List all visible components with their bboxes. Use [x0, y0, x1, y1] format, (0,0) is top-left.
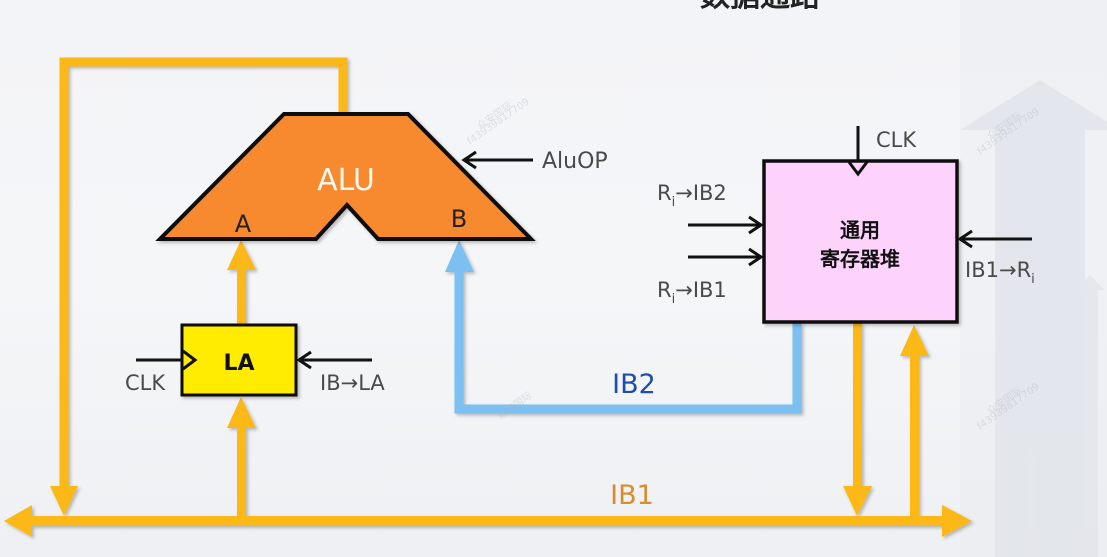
alu: ALU A B AluOP: [155, 112, 608, 241]
ib2-bus-line: [454, 270, 802, 414]
ri-to-ib2-label: Ri→IB2: [657, 181, 727, 210]
arrow-right-icon: [748, 215, 764, 235]
bus-to-regfile-wire: [910, 352, 919, 517]
bg-arrow-icon: [960, 80, 1107, 557]
arrow-left-icon: [461, 150, 477, 170]
register-file: CLK 通用 寄存器堆 Ri→IB2 Ri→IB1 IB1→Ri: [657, 126, 1035, 324]
arrow-up-icon: [445, 240, 474, 272]
la-clk-label: CLK: [125, 371, 166, 395]
arrow-right-icon: [748, 247, 764, 267]
arrow-left-icon: [296, 350, 312, 370]
ri-to-ib1-label: Ri→IB1: [657, 278, 727, 307]
regfile-label-line2: 寄存器堆: [820, 247, 900, 271]
alu-shape: [155, 112, 536, 241]
ib1-bus-line: [28, 516, 946, 526]
slide-title-fragment: 数据通路: [700, 0, 821, 14]
regfile-clk-label: CLK: [876, 128, 917, 152]
clock-triangle-icon: [847, 161, 869, 177]
bg-arrow-icon: [1020, 448, 1040, 557]
la-box: [180, 323, 298, 397]
aluop-label: AluOP: [542, 149, 608, 174]
arrow-up-icon: [900, 325, 929, 356]
alu-output-wire: [59, 57, 348, 488]
ib2-bus-label: IB2: [612, 369, 656, 400]
regfile-to-bus-wire: [853, 323, 862, 488]
arrow-down-icon: [843, 486, 872, 516]
la-register: LA CLK IB→LA: [125, 323, 385, 397]
la-to-alu-wire: [237, 268, 246, 325]
alu-input-b-label: B: [451, 205, 467, 233]
bg-panel: [960, 0, 1107, 557]
regfile-box: [762, 159, 959, 324]
ib-to-la-label: IB→LA: [320, 371, 385, 395]
ib2-bus: [445, 240, 802, 414]
watermark-text: f43939a17709: [465, 96, 531, 147]
la-label: LA: [223, 351, 254, 376]
ib1-to-ri-label: IB1→Ri: [965, 258, 1035, 287]
bg-arrow-icon: [1075, 275, 1105, 557]
regfile-label-line1: 通用: [840, 218, 880, 242]
arrow-up-icon: [227, 397, 256, 428]
arrow-right-icon: [942, 505, 972, 537]
clock-triangle-icon: [182, 349, 198, 371]
arrow-left-icon: [4, 505, 32, 537]
alu-input-a-label: A: [235, 210, 252, 238]
ib1-bus: [4, 57, 972, 537]
arrow-up-icon: [227, 240, 256, 270]
arrow-left-icon: [957, 229, 973, 249]
background-decoration: [960, 0, 1107, 557]
arrow-down-icon: [50, 486, 78, 516]
alu-label: ALU: [317, 163, 375, 198]
bus-to-la-wire: [237, 425, 246, 517]
ib1-bus-label: IB1: [610, 480, 654, 511]
